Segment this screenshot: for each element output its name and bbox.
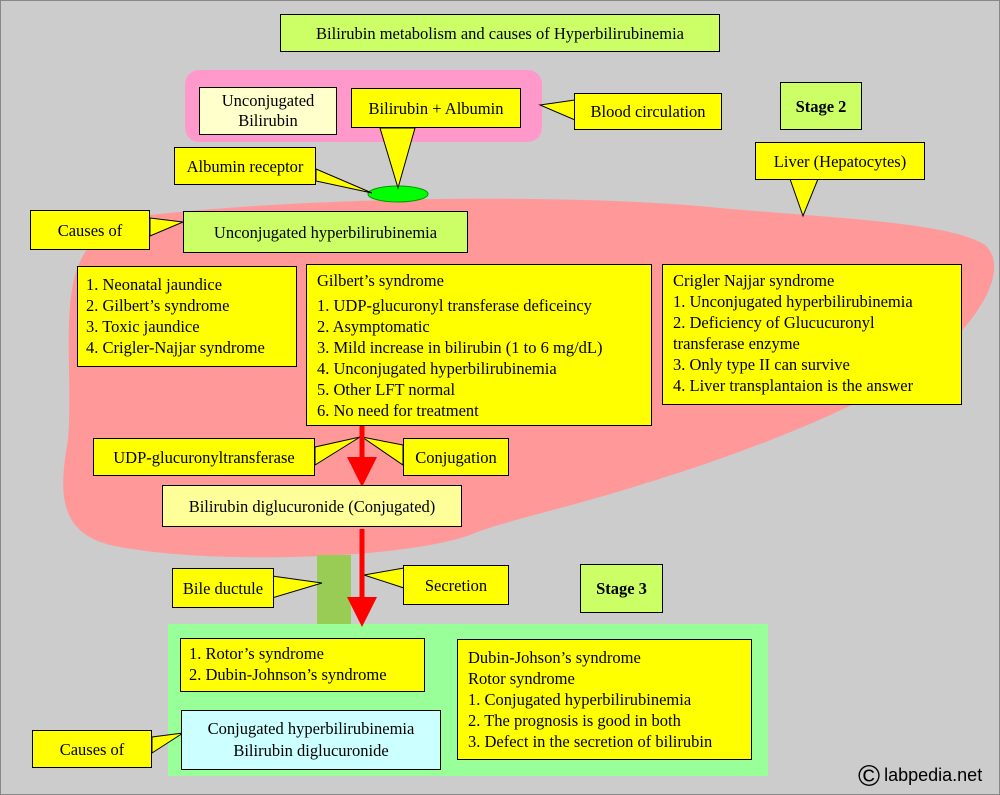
unconjugated-hyperbilirubinemia-text: Unconjugated hyperbilirubinemia	[213, 222, 438, 242]
liver-hepatocytes-text: Liver (Hepatocytes)	[773, 151, 907, 171]
list-item: 2. Asymptomatic	[317, 317, 430, 336]
list-item: transferase enzyme	[673, 334, 800, 353]
bile-ductule-bar	[317, 555, 351, 624]
list-item: 2. The prognosis is good in both	[468, 711, 681, 730]
list-item: 1. UDP-glucuronyl transferase deficeincy	[317, 296, 592, 315]
site-name: labpedia.net	[884, 765, 983, 785]
copyright-icon: ©	[858, 760, 881, 793]
udp-glucuronyltransferase-callout: UDP-glucuronyltransferase	[93, 438, 315, 476]
list-item: 3. Toxic jaundice	[86, 317, 200, 336]
page-title-text: Bilirubin metabolism and causes of Hyper…	[316, 23, 684, 43]
list-item: 2. Dubin-Johnson’s syndrome	[189, 665, 387, 684]
list-item: 1. Conjugated hyperbilirubinemia	[468, 690, 692, 709]
gilbert-syndrome-box: Gilbert’s syndrome 1. UDP-glucuronyl tra…	[306, 264, 652, 426]
list-item: 1. Neonatal jaundice	[86, 275, 223, 294]
causes-of-conjugated-callout: Causes of	[32, 730, 152, 768]
list-item: 3. Only type II can survive	[673, 355, 850, 374]
callout-tail-bile-ductule	[271, 575, 323, 599]
unconjugated-bilirubin-box: Unconjugated Bilirubin	[199, 87, 337, 135]
bilirubin-diglucuronide-conjugated-text: Bilirubin diglucuronide (Conjugated)	[188, 496, 436, 516]
list-item: 1. Rotor’s syndrome	[189, 644, 324, 663]
list-item: 4. Crigler-Najjar syndrome	[86, 338, 265, 357]
callout-tail-liver	[789, 178, 819, 218]
list-item: 3. Mild increase in bilirubin (1 to 6 mg…	[317, 338, 603, 357]
list-item: 1. Unconjugated hyperbilirubinemia	[673, 292, 913, 311]
callout-tail-causes-unconj	[149, 217, 185, 237]
stage3-label: Stage 3	[580, 564, 663, 613]
stage2-text: Stage 2	[795, 96, 847, 116]
crigler-najjar-box: Crigler Najjar syndrome 1. Unconjugated …	[662, 264, 962, 405]
causes-of-conjugated-text: Causes of	[59, 739, 125, 759]
list-item: 6. No need for treatment	[317, 401, 479, 420]
stage3-text: Stage 3	[596, 579, 647, 598]
list-item: Rotor syndrome	[468, 669, 575, 688]
conjugated-causes-list: 1. Rotor’s syndrome 2. Dubin-Johnson’s s…	[189, 643, 416, 685]
liver-hepatocytes-callout: Liver (Hepatocytes)	[755, 142, 925, 180]
unconjugated-hyperbilirubinemia-label: Unconjugated hyperbilirubinemia	[183, 211, 468, 253]
stage2-label: Stage 2	[780, 82, 862, 130]
callout-tail-bilirubin-albumin	[379, 127, 416, 190]
albumin-receptor-text: Albumin receptor	[186, 156, 304, 176]
dubin-johnson-rotor-list: Dubin-Johson’s syndrome Rotor syndrome 1…	[468, 647, 741, 752]
callout-tail-causes-conj	[151, 732, 184, 754]
crigler-list: 1. Unconjugated hyperbilirubinemia 2. De…	[673, 291, 951, 396]
gilbert-heading: Gilbert’s syndrome	[317, 271, 444, 290]
callout-tail-albumin-receptor	[315, 168, 373, 194]
callout-tail-udp	[314, 436, 361, 466]
dubin-johnson-rotor-box: Dubin-Johson’s syndrome Rotor syndrome 1…	[457, 639, 752, 760]
crigler-heading: Crigler Najjar syndrome	[673, 271, 835, 290]
conjugated-hyperbilirubinemia-text: Conjugated hyperbilirubinemia	[207, 719, 415, 738]
bilirubin-diglucuronide-conjugated-box: Bilirubin diglucuronide (Conjugated)	[162, 485, 462, 527]
list-item: 5. Other LFT normal	[317, 380, 456, 399]
list-item: 4. Liver transplantaion is the answer	[673, 376, 914, 395]
page-title: Bilirubin metabolism and causes of Hyper…	[280, 14, 720, 52]
conjugation-text: Conjugation	[415, 447, 497, 467]
causes-of-unconjugated-callout: Causes of	[30, 210, 150, 250]
list-item: 2. Deficiency of Glucucuronyl	[673, 313, 875, 332]
conjugation-callout: Conjugation	[403, 438, 509, 476]
conjugated-causes-list-box: 1. Rotor’s syndrome 2. Dubin-Johnson’s s…	[180, 638, 425, 692]
secretion-callout: Secretion	[403, 565, 509, 605]
blood-circulation-text: Blood circulation	[590, 102, 706, 121]
blood-circulation-callout: Blood circulation	[574, 93, 722, 130]
udp-glucuronyltransferase-text: UDP-glucuronyltransferase	[113, 447, 295, 467]
callout-tail-blood-circulation	[538, 99, 576, 121]
bile-ductule-text: Bile ductule	[182, 578, 264, 598]
copyright-watermark: ©labpedia.net	[858, 760, 982, 794]
unconjugated-causes-list: 1. Neonatal jaundice 2. Gilbert’s syndro…	[86, 274, 288, 358]
bilirubin-albumin-text: Bilirubin + Albumin	[368, 98, 504, 118]
albumin-receptor-callout: Albumin receptor	[174, 147, 316, 185]
bilirubin-diglucuronide-text: Bilirubin diglucuronide	[233, 741, 389, 760]
causes-of-unconjugated-text: Causes of	[57, 220, 123, 240]
conjugated-hyperbilirubinemia-box: Conjugated hyperbilirubinemia Bilirubin …	[181, 710, 441, 770]
gilbert-list: 1. UDP-glucuronyl transferase deficeincy…	[317, 295, 641, 421]
secretion-text: Secretion	[424, 575, 488, 595]
list-item: 4. Unconjugated hyperbilirubinemia	[317, 359, 557, 378]
bile-ductule-callout: Bile ductule	[172, 568, 274, 608]
list-item: 2. Gilbert’s syndrome	[86, 296, 230, 315]
callout-tail-secretion	[363, 567, 405, 589]
unconjugated-bilirubin-text: Unconjugated Bilirubin	[221, 91, 315, 130]
unconjugated-causes-list-box: 1. Neonatal jaundice 2. Gilbert’s syndro…	[77, 266, 297, 367]
list-item: Dubin-Johson’s syndrome	[468, 648, 641, 667]
list-item: 3. Defect in the secretion of bilirubin	[468, 732, 713, 751]
bilirubin-albumin-callout: Bilirubin + Albumin	[351, 88, 521, 128]
